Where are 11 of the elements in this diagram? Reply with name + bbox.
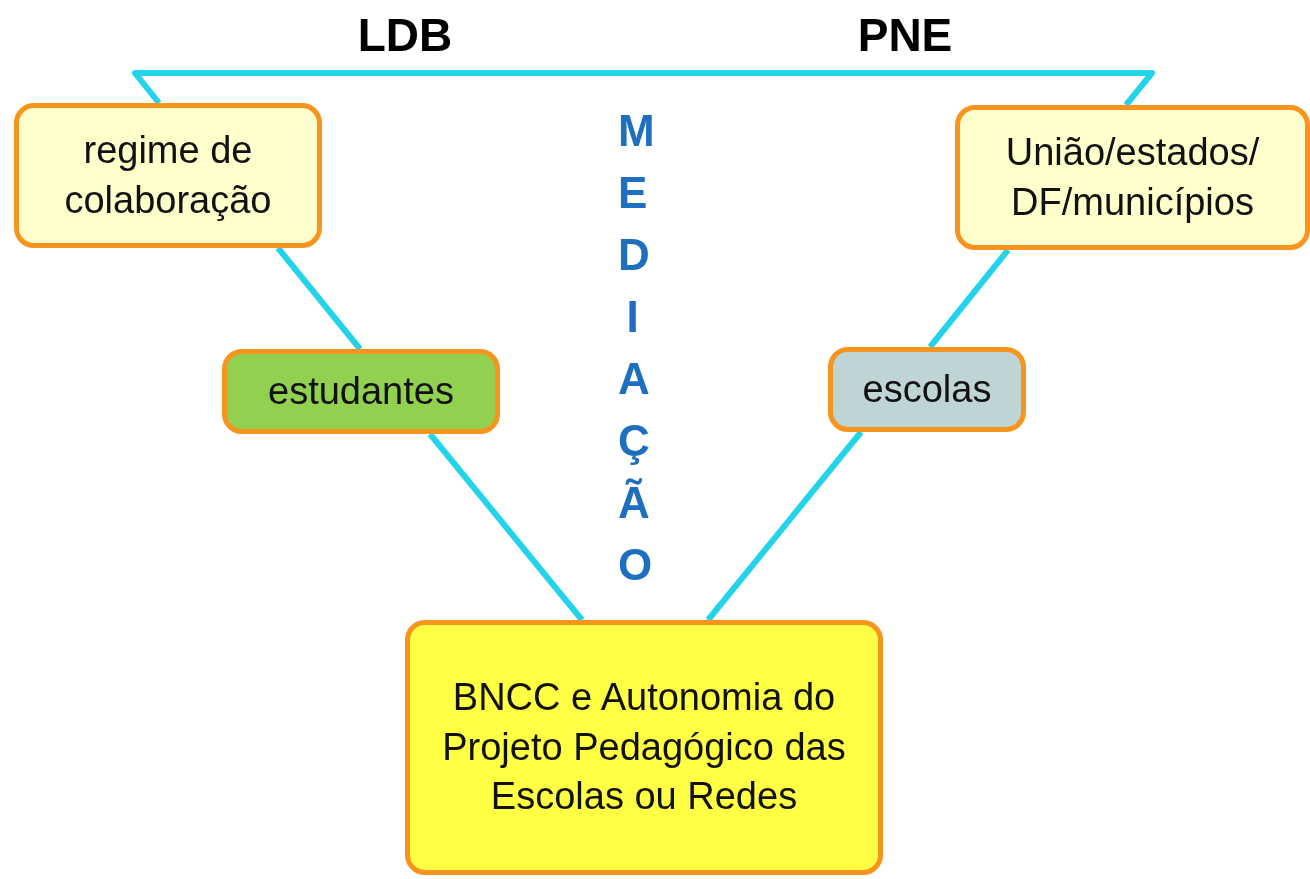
heading-label: LDB (356, 8, 454, 62)
connector-line (427, 432, 585, 622)
heading-label: PNE (856, 8, 954, 62)
connector-line (275, 246, 363, 351)
outcome-box: BNCC e Autonomia do Projeto Pedagógico das Escolas ou Redes (405, 620, 883, 875)
connector-line (927, 248, 1011, 349)
connector-line (705, 430, 864, 622)
topic-box: regime de colaboração (14, 103, 322, 248)
topic-box: estudantes (222, 349, 500, 434)
topic-box: União/estados/ DF/municípios (955, 105, 1310, 250)
topic-box: escolas (828, 347, 1026, 432)
